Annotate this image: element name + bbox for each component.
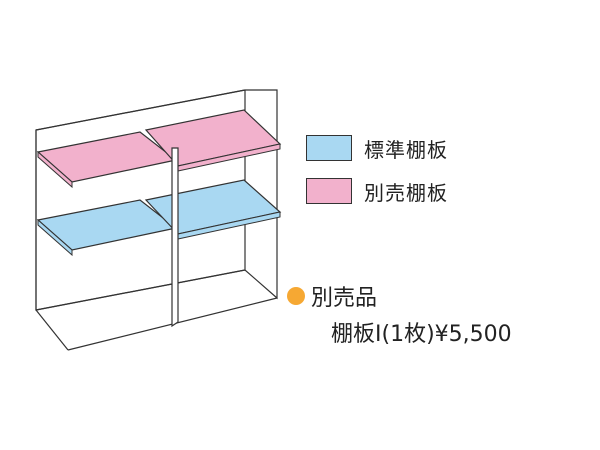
standard-shelf-swatch [306,135,352,161]
standard-shelf-left-edge [37,218,73,257]
standard-shelf-label: 標準棚板 [364,137,448,162]
frame-bottom-back [35,269,246,311]
optional-shelf-left-edge [37,150,73,189]
center-divider [171,147,179,328]
optional-shelf-label: 別売棚板 [364,180,448,205]
optional-item-note: 別売品 棚板I(1枚)¥5,500 [287,280,512,348]
frame-back-top [35,89,246,131]
note-item-price: 棚板I(1枚)¥5,500 [331,322,512,347]
frame-left-front [35,309,69,351]
legend-standard-shelf: 標準棚板 [306,133,448,163]
note-heading: 別売品 [311,286,378,311]
bullet-dot-icon [287,287,305,305]
optional-shelf-swatch [306,178,352,204]
legend-optional-shelf: 別売棚板 [306,176,448,206]
